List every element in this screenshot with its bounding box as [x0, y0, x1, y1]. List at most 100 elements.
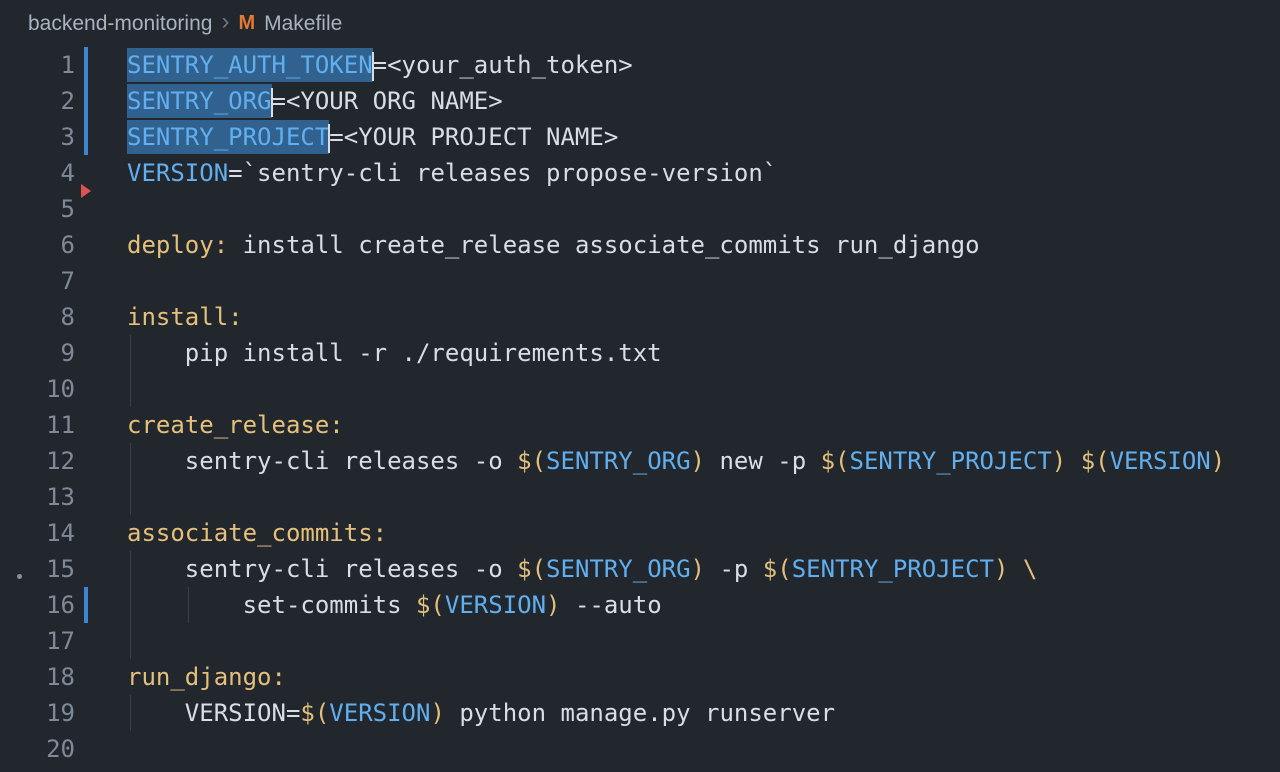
selection-highlight: SENTRY_PROJECT — [127, 120, 330, 154]
gutter-marker-slot — [84, 515, 88, 551]
code-line[interactable]: 5 — [0, 191, 1280, 227]
code-line[interactable]: 4 VERSION=`sentry-cli releases propose-ve… — [0, 155, 1280, 191]
code-line[interactable]: 12 sentry-cli releases -o $(SENTRY_ORG) … — [0, 443, 1280, 479]
code-token: $( — [415, 591, 445, 619]
code-line[interactable]: 9 pip install -r ./requirements.txt — [0, 335, 1280, 371]
code-token: python manage.py runserver — [444, 699, 836, 727]
code-token: VERSION — [1109, 447, 1211, 475]
gutter-marker-slot — [84, 263, 88, 299]
selection-highlight: SENTRY_ORG — [127, 84, 272, 118]
code-line[interactable]: 15 sentry-cli releases -o $(SENTRY_ORG) … — [0, 551, 1280, 587]
code-line[interactable]: 17 — [0, 623, 1280, 659]
code-token: sentry-cli releases -o — [127, 447, 518, 475]
git-modified-marker — [84, 587, 88, 623]
code-token: sentry-cli releases -o — [127, 555, 518, 583]
makefile-icon: M — [238, 12, 256, 34]
code-token: associate_commits: — [127, 519, 388, 547]
gutter-marker-slot — [84, 371, 88, 407]
line-number[interactable]: 18 — [46, 663, 75, 691]
git-deleted-lines-marker[interactable] — [81, 184, 91, 198]
text-cursor — [371, 51, 374, 81]
code-line-text: install: — [127, 299, 1280, 335]
line-number[interactable]: 3 — [60, 123, 75, 151]
line-number[interactable]: 20 — [46, 735, 75, 763]
code-line-text: pip install -r ./requirements.txt — [127, 335, 1280, 371]
code-line[interactable]: 2 SENTRY_ORG=<YOUR ORG NAME> — [0, 83, 1280, 119]
code-token: \ — [1022, 555, 1038, 583]
code-line[interactable]: 7 — [0, 263, 1280, 299]
code-token: install create_release associate_commits… — [228, 231, 980, 259]
code-token: SENTRY_PROJECT — [791, 555, 994, 583]
code-line[interactable]: 19 VERSION=$(VERSION) python manage.py r… — [0, 695, 1280, 731]
code-line[interactable]: 3 SENTRY_PROJECT=<YOUR PROJECT NAME> — [0, 119, 1280, 155]
code-line-text: SENTRY_AUTH_TOKEN=<your_auth_token> — [127, 47, 1280, 83]
gutter-marker-slot — [84, 335, 88, 371]
line-number[interactable]: 13 — [46, 483, 75, 511]
line-number[interactable]: 5 — [60, 195, 75, 223]
code-line-text — [127, 191, 1280, 227]
code-token: VERSION — [329, 699, 431, 727]
code-line[interactable]: 13 — [0, 479, 1280, 515]
code-token: create_release: — [127, 411, 344, 439]
code-line-text — [127, 731, 1280, 767]
line-number[interactable]: 9 — [60, 339, 75, 367]
code-line[interactable]: 14 associate_commits: — [0, 515, 1280, 551]
line-number[interactable]: 14 — [46, 519, 75, 547]
code-line[interactable]: 1 SENTRY_AUTH_TOKEN=<your_auth_token> — [0, 47, 1280, 83]
code-line-text: SENTRY_PROJECT=<YOUR PROJECT NAME> — [127, 119, 1280, 155]
code-token: SENTRY_ORG — [546, 555, 691, 583]
line-number[interactable]: 6 — [60, 231, 75, 259]
text-cursor — [328, 123, 331, 153]
code-token: $( — [300, 699, 330, 727]
breadcrumb-file[interactable]: Makefile — [264, 11, 343, 35]
code-token: new -p — [705, 447, 821, 475]
code-line-text — [127, 479, 1280, 515]
line-number[interactable]: 15 — [46, 555, 75, 583]
line-number[interactable]: 16 — [46, 591, 75, 619]
code-line[interactable]: 8 install: — [0, 299, 1280, 335]
text-cursor — [270, 87, 273, 117]
code-token: deploy: — [127, 231, 229, 259]
code-token — [1008, 555, 1022, 583]
code-line[interactable]: 20 — [0, 731, 1280, 767]
code-token: $( — [762, 555, 792, 583]
code-line[interactable]: 18 run_django: — [0, 659, 1280, 695]
stray-dot — [17, 574, 22, 579]
gutter-marker-slot — [84, 407, 88, 443]
gutter-marker-slot — [84, 731, 88, 767]
line-number[interactable]: 11 — [46, 411, 75, 439]
line-number[interactable]: 8 — [60, 303, 75, 331]
code-token: ) — [1210, 447, 1226, 475]
line-number[interactable]: 10 — [46, 375, 75, 403]
code-token: run_django: — [127, 663, 286, 691]
indent-guide — [130, 443, 131, 479]
code-line[interactable]: 16 set-commits $(VERSION) --auto — [0, 587, 1280, 623]
code-line[interactable]: 11 create_release: — [0, 407, 1280, 443]
code-line-text: VERSION=`sentry-cli releases propose-ver… — [127, 155, 1280, 191]
code-line-text: SENTRY_ORG=<YOUR ORG NAME> — [127, 83, 1280, 119]
code-line-text: associate_commits: — [127, 515, 1280, 551]
gutter-marker-slot — [84, 299, 88, 335]
code-token: $( — [517, 447, 547, 475]
code-line-text — [127, 263, 1280, 299]
line-number[interactable]: 2 — [60, 87, 75, 115]
breadcrumb-folder[interactable]: backend-monitoring — [28, 11, 213, 35]
line-number[interactable]: 12 — [46, 447, 75, 475]
git-modified-marker — [84, 47, 88, 83]
code-line-text: create_release: — [127, 407, 1280, 443]
code-token: ) — [1051, 447, 1067, 475]
code-token: ) — [690, 447, 705, 475]
line-number[interactable]: 7 — [60, 267, 75, 295]
line-number[interactable]: 17 — [46, 627, 75, 655]
code-token: VERSION= — [127, 699, 301, 727]
code-token: --auto — [560, 591, 662, 619]
line-number[interactable]: 1 — [60, 51, 75, 79]
code-line[interactable]: 6 deploy: install create_release associat… — [0, 227, 1280, 263]
line-number[interactable]: 19 — [46, 699, 75, 727]
code-line-text — [127, 623, 1280, 659]
code-line[interactable]: 10 — [0, 371, 1280, 407]
line-number[interactable]: 4 — [60, 159, 75, 187]
code-token: =<your_auth_token> — [372, 51, 633, 79]
